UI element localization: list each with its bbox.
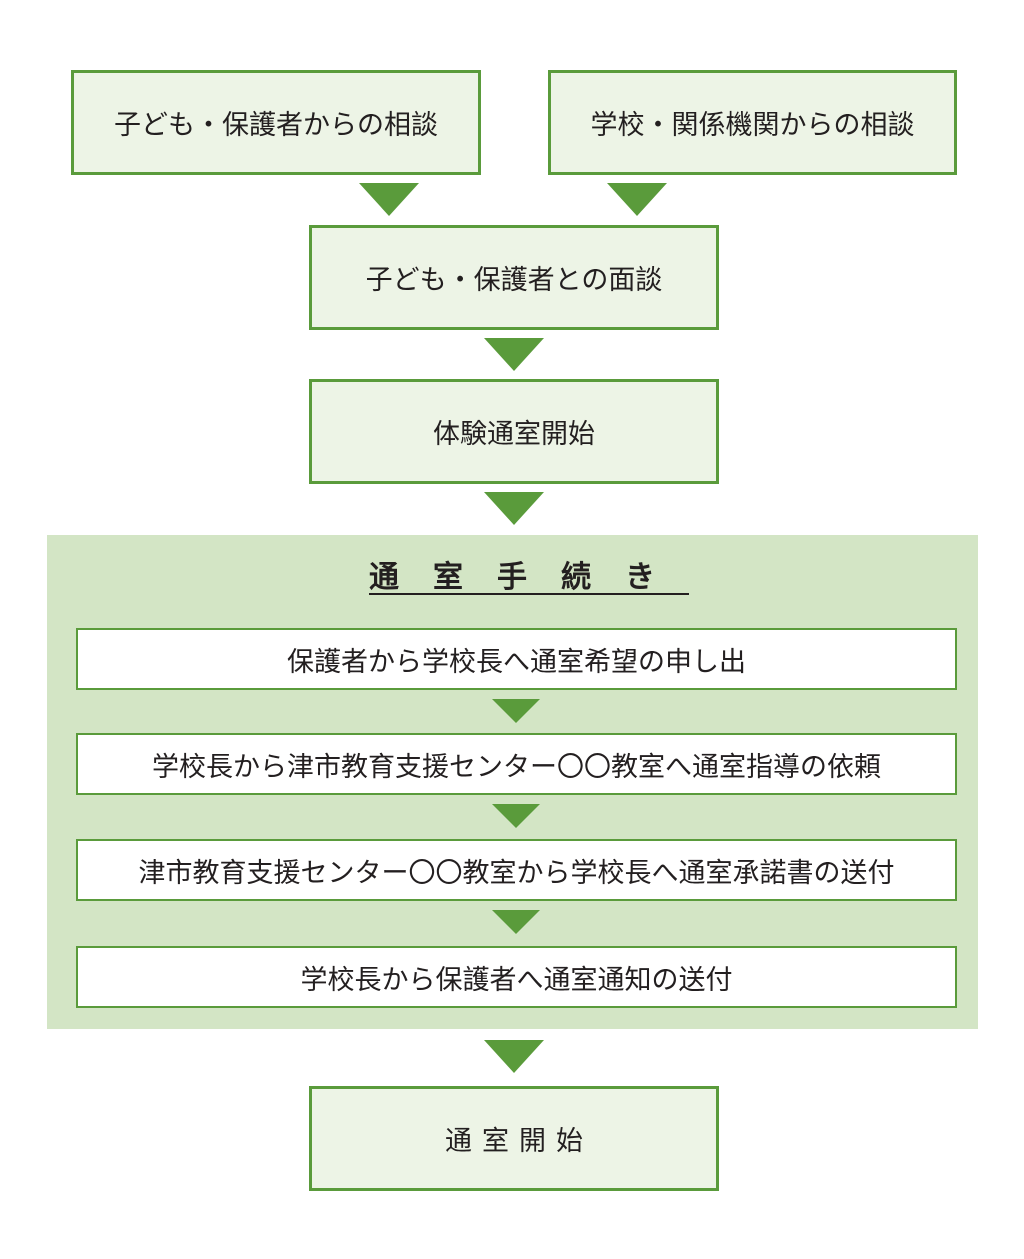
start-label: 通室開始: [445, 1126, 593, 1157]
procedure-step-label: 津市教育支援センター〇〇教室から学校長へ通室承諾書の送付: [138, 857, 895, 889]
procedure-step: 学校長から津市教育支援センター〇〇教室へ通室指導の依頼: [76, 733, 957, 795]
procedure-title-text: 通室手続き: [369, 560, 689, 595]
trial-box: 体験通室開始: [309, 379, 719, 484]
arrow-down-icon: [484, 338, 544, 371]
consult-child-label: 子ども・保護者からの相談: [114, 110, 438, 141]
procedure-step-label: 保護者から学校長へ通室希望の申し出: [287, 646, 746, 678]
interview-label: 子ども・保護者との面談: [365, 265, 663, 296]
start-box: 通室開始: [309, 1086, 719, 1191]
consult-school-box: 学校・関係機関からの相談: [548, 70, 957, 175]
arrow-down-icon: [492, 804, 540, 828]
procedure-title: 通室手続き: [0, 552, 1024, 596]
arrow-down-icon: [359, 183, 419, 216]
procedure-step: 保護者から学校長へ通室希望の申し出: [76, 628, 957, 690]
interview-box: 子ども・保護者との面談: [309, 225, 719, 330]
consult-school-label: 学校・関係機関からの相談: [590, 110, 915, 141]
arrow-down-icon: [484, 492, 544, 525]
arrow-down-icon: [607, 183, 667, 216]
arrow-down-icon: [484, 1040, 544, 1073]
procedure-step-label: 学校長から保護者へ通室通知の送付: [300, 964, 733, 996]
procedure-step: 学校長から保護者へ通室通知の送付: [76, 946, 957, 1008]
arrow-down-icon: [492, 699, 540, 723]
arrow-down-icon: [492, 910, 540, 934]
consult-child-box: 子ども・保護者からの相談: [71, 70, 481, 175]
procedure-step-label: 学校長から津市教育支援センター〇〇教室へ通室指導の依頼: [152, 751, 881, 783]
trial-label: 体験通室開始: [433, 419, 595, 450]
procedure-step: 津市教育支援センター〇〇教室から学校長へ通室承諾書の送付: [76, 839, 957, 901]
